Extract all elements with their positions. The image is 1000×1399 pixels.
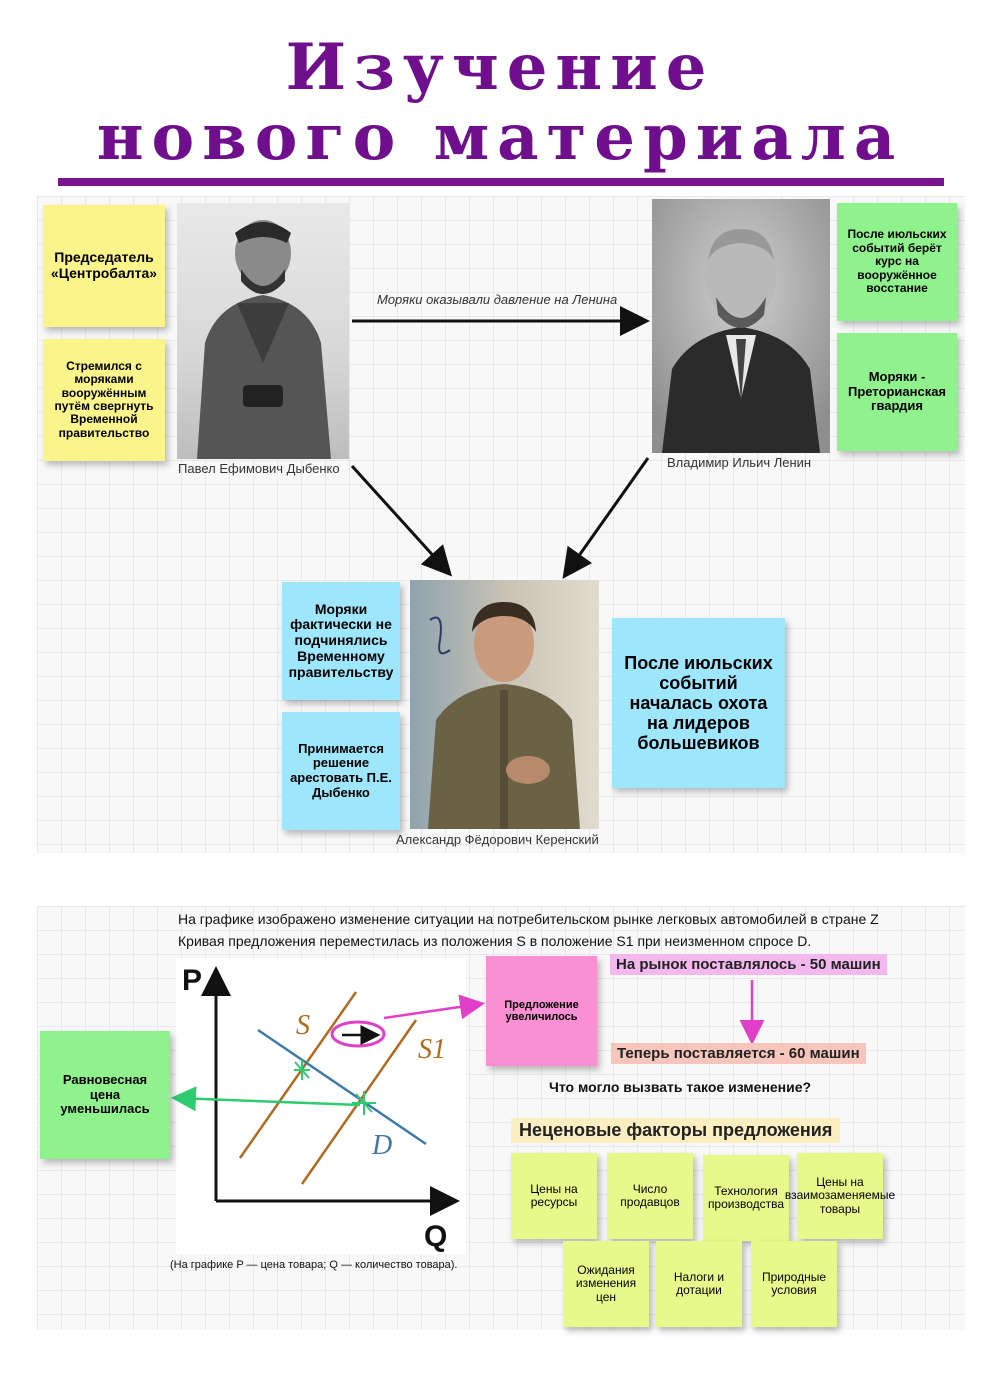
note-price-decreased: Равновесная цена уменьшилась [40,1031,170,1159]
label-s: S [296,1010,310,1041]
history-arrows [350,306,650,579]
note-bolshevik-hunt: После июльских событий началась охота на… [612,618,785,788]
factor-resource-prices: Цены на ресурсы [511,1153,597,1239]
q-axis-label: Q [424,1220,447,1253]
label-d: D [371,1130,392,1161]
lenin-photo [652,199,830,453]
note-dybenko-goal: Стремился с моряками вооружённым путём с… [43,339,165,461]
graph-caption: (На графике P — цена товара; Q — количес… [170,1259,458,1271]
title-underline [58,178,944,186]
supply-demand-graph: P Q S S1 D [176,958,466,1254]
note-lenin-guard: Моряки - Преторианская гвардия [837,333,957,451]
arrow-to-supply-note [383,994,485,1020]
equilibrium-point-2 [352,1091,376,1115]
arrow-dybenko-to-kerensky [350,464,453,577]
arrow-label-pressure: Моряки оказывали давление на Ленина [377,292,618,307]
arrow-lenin-to-kerensky [562,457,650,579]
shift-highlight [330,1020,386,1048]
economics-arrows [171,980,765,1112]
dybenko-photo [177,203,349,459]
factor-substitute-prices: Цены на взаимозаменяемые товары [785,1153,895,1239]
kerensky-photo [410,580,599,829]
intro-line-2: Кривая предложения переместилась из поло… [178,933,812,949]
after-supply-label: Теперь поставляется - 60 машин [611,1043,866,1064]
label-s1: S1 [418,1034,446,1065]
note-supply-increased: Предложение увеличилось [486,956,597,1066]
question-text: Что могло вызвать такое изменение? [549,1079,812,1095]
dybenko-caption: Павел Ефимович Дыбенко [178,461,340,476]
note-sailors-disobey: Моряки фактически не подчинялись Временн… [282,582,400,700]
p-axis-label: P [182,964,202,997]
factor-number-of-sellers: Число продавцов [607,1153,693,1239]
page-title-line2: нового материала [96,100,904,175]
demand-curve-d [257,1028,427,1146]
factor-technology: Технология производства [703,1155,789,1241]
factor-price-expectations: Ожидания изменения цен [563,1241,649,1327]
note-lenin-course: После июльских событий берёт курс на воо… [837,203,957,321]
intro-line-1: На графике изображено изменение ситуации… [178,911,879,927]
note-dybenko-role: Председатель «Центробалта» [43,205,165,327]
factors-title: Неценовые факторы предложения [511,1118,841,1143]
arrow-to-price-note [171,1086,361,1112]
page-title-line1: Изучение [285,30,715,105]
before-supply-label: На рынок поставлялось - 50 машин [610,954,887,975]
equilibrium-point-1 [294,1060,310,1080]
lenin-caption: Владимир Ильич Ленин [667,455,812,470]
factor-natural-conditions: Природные условия [751,1241,837,1327]
kerensky-caption: Александр Фёдорович Керенский [396,832,599,847]
note-arrest-decision: Принимается решение арестовать П.Е. Дыбе… [282,712,400,830]
supply-curve-s [238,991,358,1159]
factor-taxes-subsidies: Налоги и дотации [656,1241,742,1327]
